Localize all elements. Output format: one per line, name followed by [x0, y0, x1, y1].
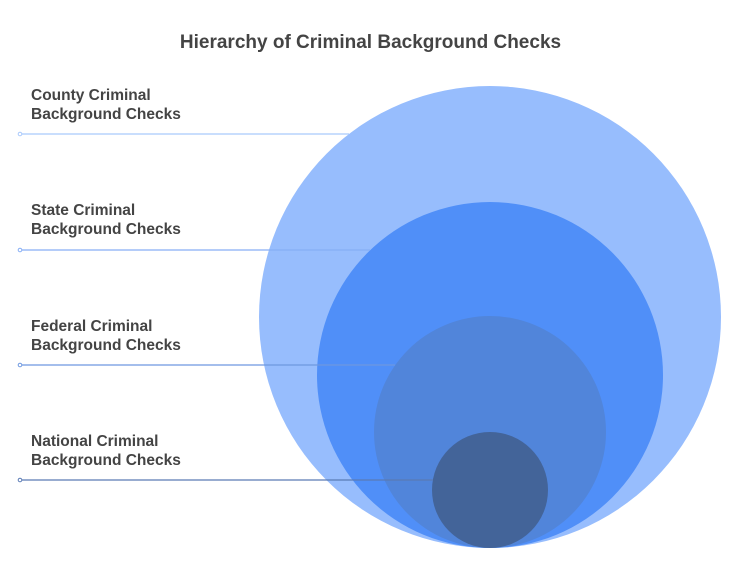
connector-dot-federal [17, 362, 23, 368]
label-county: County Criminal Background Checks [31, 86, 181, 124]
label-federal: Federal Criminal Background Checks [31, 317, 181, 355]
label-state-line2: Background Checks [31, 221, 181, 238]
label-county-line1: County Criminal [31, 87, 151, 104]
connector-dot-county [17, 131, 23, 137]
label-state: State Criminal Background Checks [31, 201, 181, 239]
circle-national [432, 432, 548, 548]
label-national-line2: Background Checks [31, 452, 181, 469]
label-county-line2: Background Checks [31, 106, 181, 123]
connector-dot-national [17, 477, 23, 483]
diagram-title: Hierarchy of Criminal Background Checks [179, 32, 562, 53]
connector-dot-state [17, 247, 23, 253]
label-national: National Criminal Background Checks [31, 432, 181, 470]
label-state-line1: State Criminal [31, 202, 136, 219]
label-national-line1: National Criminal [31, 433, 159, 450]
label-federal-line1: Federal Criminal [31, 318, 153, 335]
label-federal-line2: Background Checks [31, 337, 181, 354]
